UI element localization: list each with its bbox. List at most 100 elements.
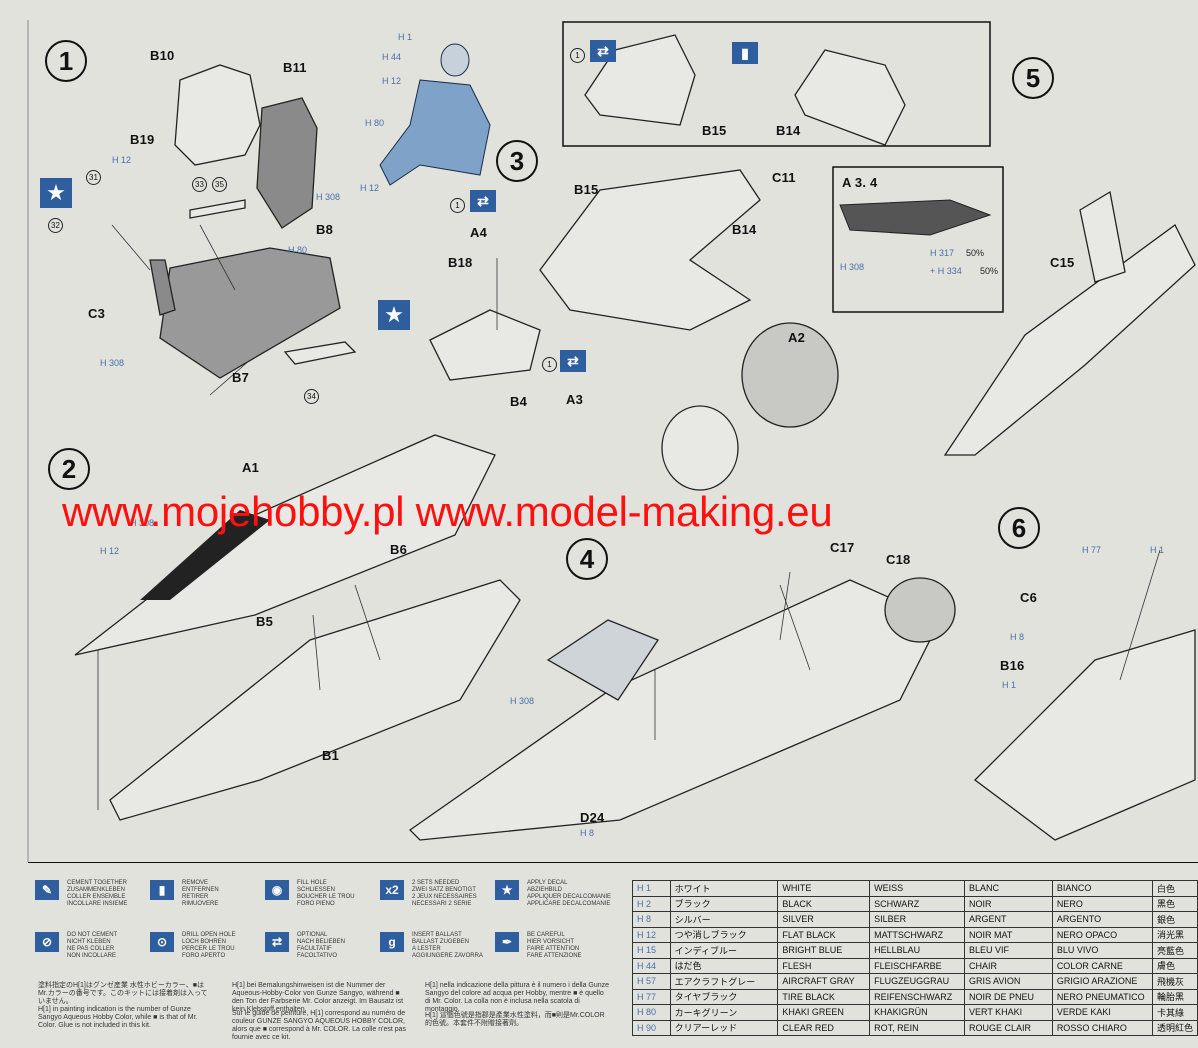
color-cell-fr: BLANC: [964, 880, 1053, 897]
note-japanese: 塗料指定のH[1]はグンゼ産業 水性ホビーカラー、■はMr.カラーの番号です。こ…: [38, 982, 208, 1005]
note-french: Sur le guide de peinture, H[1] correspon…: [232, 1010, 407, 1041]
remove-icon: ▮: [150, 880, 174, 900]
detail-box-a34: [832, 166, 1004, 313]
color-cell-cn: 白色: [1151, 880, 1198, 897]
note-german: H[1] bei Bemalungshinweisen ist die Numm…: [232, 982, 404, 1013]
color-cell-code: H 12: [632, 926, 671, 943]
color-code-h8-b: H 8: [1010, 632, 1025, 642]
step-number-3: 3: [496, 140, 538, 182]
color-cell-jp: インディブルー: [669, 942, 779, 959]
legend-text: DO NOT CEMENT NICHT KLEBEN NE PAS COLLER…: [67, 932, 118, 959]
remove-icon: ▮: [732, 42, 758, 64]
note-italian: H[1] nella indicazione della pittura è i…: [425, 982, 610, 1013]
color-code-h77: H 77: [1082, 545, 1102, 555]
color-cell-code: H 15: [632, 942, 671, 959]
part-label-c17: C17: [830, 540, 855, 555]
color-code-h1-c: H 1: [1002, 680, 1017, 690]
step-number-2: 2: [48, 448, 90, 490]
color-cell-de: REIFENSCHWARZ: [869, 988, 965, 1005]
part-label-b1: B1: [322, 748, 340, 763]
legend-text: OPTIONAL NACH BELIEBEN FACULTATIF FACOLT…: [297, 932, 346, 959]
color-cell-it: ROSSO CHIARO: [1051, 1019, 1153, 1036]
part-label-b5: B5: [256, 614, 274, 629]
color-cell-fr: ARGENT: [964, 911, 1053, 928]
color-cell-de: ROT, REIN: [869, 1019, 965, 1036]
color-cell-jp: シルバー: [669, 911, 779, 928]
color-code-h12-b: H 12: [360, 183, 380, 193]
color-cell-de: FLUGZEUGGRAU: [869, 973, 965, 990]
color-code-h12-d: H 12: [100, 546, 120, 556]
color-cell-code: H 44: [632, 957, 671, 974]
optional-icon: ⇄: [470, 190, 496, 212]
color-code-h80: H 80: [365, 118, 385, 128]
part-label-c6: C6: [1020, 590, 1038, 605]
part-label-a1: A1: [242, 460, 260, 475]
part-label-a3: A3: [566, 392, 584, 407]
bottom-divider: [28, 862, 1198, 863]
decal-number: 33: [192, 177, 207, 192]
color-code-h8: H 8: [580, 828, 595, 838]
color-cell-cn: 亮藍色: [1151, 942, 1198, 959]
decal-number: 1: [450, 198, 465, 213]
no-cement-icon: ⊘: [35, 932, 59, 952]
color-code-h80-b: H 80: [288, 245, 308, 255]
color-cell-code: H 90: [632, 1019, 671, 1036]
symbol-legend: ✎CEMENT TOGETHER ZUSAMMENKLEBEN COLLER E…: [35, 880, 615, 1030]
color-cell-code: H 80: [632, 1004, 671, 1021]
legend-text: BE CAREFUL HIER VORSICHT FAIRE ATTENTION…: [527, 932, 582, 959]
decal-star-icon: ★: [378, 300, 410, 330]
decal-number: 34: [304, 389, 319, 404]
part-label-b14-top: B14: [776, 123, 801, 138]
drill-icon: ⊙: [150, 932, 174, 952]
color-cell-it: VERDE KAKI: [1051, 1004, 1153, 1021]
part-label-b16: B16: [1000, 658, 1025, 673]
note-english: H[1] in painting indication is the numbe…: [38, 1006, 198, 1029]
part-label-b6: B6: [390, 542, 408, 557]
color-cell-jp: カーキグリーン: [669, 1004, 779, 1021]
part-label-b18: B18: [448, 255, 473, 270]
part-label-b15-top: B15: [702, 123, 727, 138]
color-cell-en: CLEAR RED: [777, 1019, 871, 1036]
color-cell-fr: CHAIR: [964, 957, 1053, 974]
step-number-1: 1: [45, 40, 87, 82]
color-code-h308-b: H 308: [100, 358, 125, 368]
color-cell-fr: BLEU VIF: [964, 942, 1053, 959]
color-cell-de: WEISS: [869, 880, 965, 897]
color-code-h1: H 1: [398, 32, 413, 42]
color-cell-it: BIANCO: [1051, 880, 1153, 897]
legend-text: DRILL OPEN HOLE LOCH BOHREN PERCER LE TR…: [182, 932, 236, 959]
star-icon: ★: [495, 880, 519, 900]
watermark-text: www.mojehobby.pl www.model-making.eu: [62, 488, 833, 535]
legend-text: CEMENT TOGETHER ZUSAMMENKLEBEN COLLER EN…: [67, 880, 128, 907]
decal-number: 32: [48, 218, 63, 233]
part-label-a4: A4: [470, 225, 488, 240]
color-cell-it: NERO: [1051, 895, 1153, 912]
color-cell-jp: はだ色: [669, 957, 779, 974]
color-cell-fr: GRIS AVION: [964, 973, 1053, 990]
legend-text: REMOVE ENTFERNEN RETIRER RIMUOVERE: [182, 880, 219, 907]
part-label-b14: B14: [732, 222, 757, 237]
color-cell-cn: 膚色: [1151, 957, 1198, 974]
optional-box: [562, 21, 991, 147]
color-cell-fr: NOIR MAT: [964, 926, 1053, 943]
color-cell-jp: タイヤブラック: [669, 988, 779, 1005]
part-label-c3: C3: [88, 306, 106, 321]
part-label-b15: B15: [574, 182, 599, 197]
color-cell-en: AIRCRAFT GRAY: [777, 973, 871, 990]
part-label-b4: B4: [510, 394, 528, 409]
color-cell-fr: ROUGE CLAIR: [964, 1019, 1053, 1036]
color-cell-it: NERO OPACO: [1051, 926, 1153, 943]
color-cell-it: ARGENTO: [1051, 911, 1153, 928]
color-cell-cn: 消光黑: [1151, 926, 1198, 943]
legend-text: APPLY DECAL ABZIEHBILD APPLIQUER DECALCO…: [527, 880, 612, 907]
fill-hole-icon: ◉: [265, 880, 289, 900]
color-cell-jp: エアクラフトグレー: [669, 973, 779, 990]
color-cell-en: SILVER: [777, 911, 871, 928]
part-label-d24: D24: [580, 810, 605, 825]
